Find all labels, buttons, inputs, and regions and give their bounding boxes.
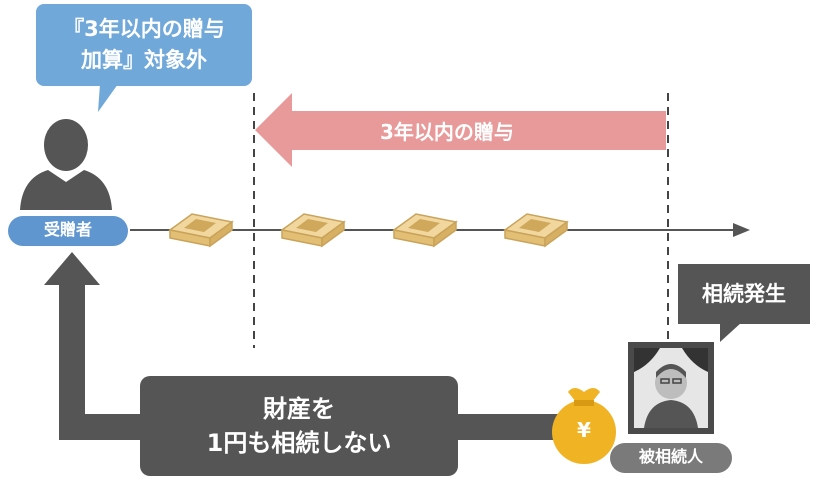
recipient-bubble-tail (98, 84, 118, 112)
recipient-bubble-line1: 『3年以内の贈与 (63, 17, 225, 41)
property-box: 財産を 1円も相続しない (140, 376, 458, 476)
money-stack-3 (392, 213, 458, 248)
property-box-line2: 1円も相続しない (206, 429, 392, 457)
money-stack-4 (503, 213, 569, 248)
timeline-arrowhead (733, 223, 750, 237)
decedent-label: 被相続人 (610, 443, 732, 473)
inheritance-event-box: 相続発生 (678, 264, 810, 324)
money-stack-2 (280, 213, 346, 248)
recipient-person-icon (20, 119, 112, 210)
period-arrow (255, 93, 666, 167)
period-arrow-label: 3年以内の贈与 (380, 120, 514, 144)
inheritance-bubble-tail (720, 322, 742, 342)
recipient-bubble-line2: 加算』対象外 (81, 48, 207, 72)
return-arrowhead (44, 252, 100, 285)
yen-symbol: ¥ (577, 418, 591, 442)
yen-bag-icon (552, 388, 616, 464)
money-stack-1 (168, 213, 234, 248)
property-box-line1: 財産を (263, 395, 335, 423)
decedent-portrait-icon (628, 342, 714, 434)
recipient-speech-bubble: 『3年以内の贈与 加算』対象外 (36, 4, 252, 86)
recipient-label: 受贈者 (8, 216, 128, 246)
